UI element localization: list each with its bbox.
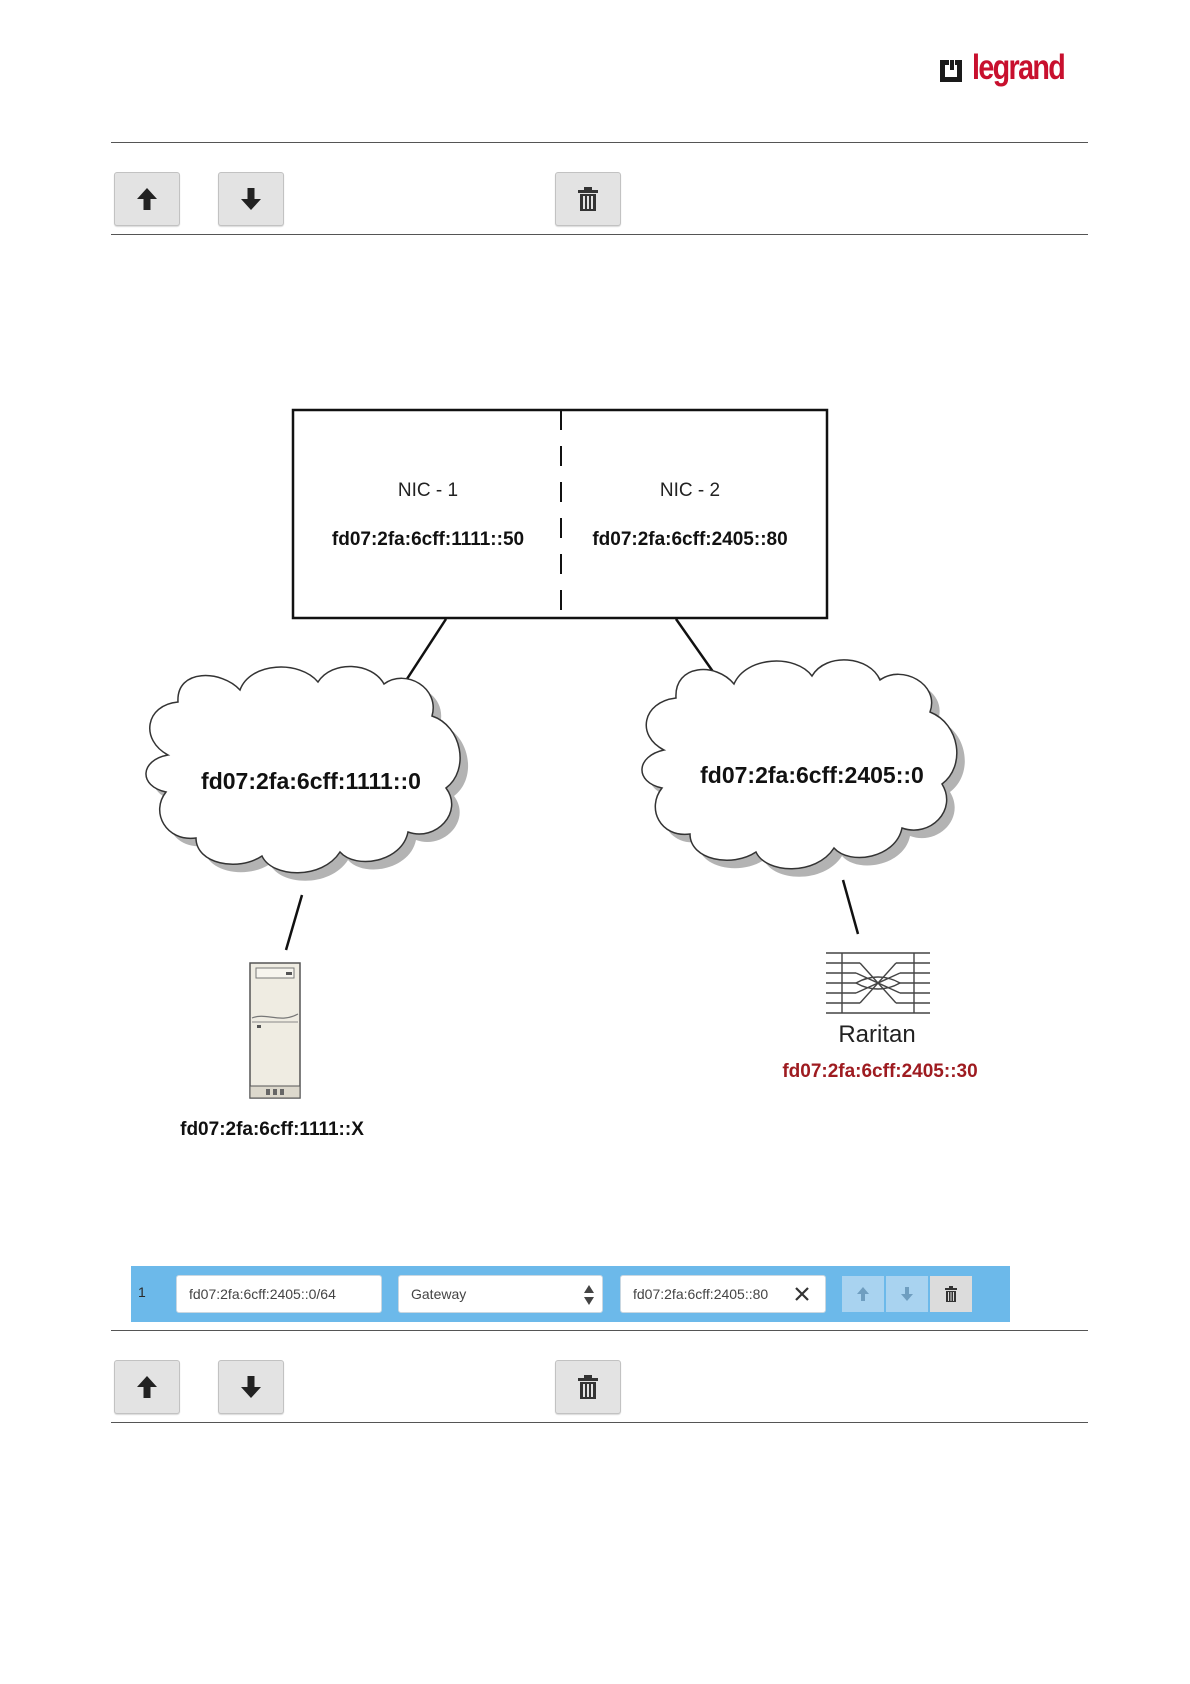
- link-nic1-cloud1: [405, 619, 446, 682]
- destination-value: fd07:2fa:6cff:2405::0/64: [189, 1286, 336, 1302]
- destination-input[interactable]: fd07:2fa:6cff:2405::0/64: [176, 1275, 382, 1313]
- link-cloud1-server: [286, 895, 302, 950]
- close-icon[interactable]: [793, 1285, 811, 1303]
- trash-icon: [576, 1374, 600, 1400]
- row-move-up-button[interactable]: [842, 1276, 884, 1312]
- raritan-label: Raritan: [838, 1021, 915, 1048]
- table2-top-rule: [111, 1330, 1088, 1331]
- select-arrows-icon: [584, 1284, 594, 1306]
- server-icon: [250, 963, 300, 1098]
- next-hop-input[interactable]: fd07:2fa:6cff:2405::80: [620, 1275, 826, 1313]
- cloud1-address: fd07:2fa:6cff:1111::0: [201, 768, 421, 794]
- trash-icon: [944, 1286, 958, 1302]
- move-down-button-2[interactable]: [218, 1360, 284, 1414]
- nic1-address: fd07:2fa:6cff:1111::50: [332, 529, 524, 550]
- row-delete-button[interactable]: [930, 1276, 972, 1312]
- cloud1: fd07:2fa:6cff:1111::0: [146, 666, 460, 872]
- arrow-down-icon: [900, 1286, 914, 1302]
- nic2-address: fd07:2fa:6cff:2405::80: [592, 529, 787, 550]
- row-move-down-button[interactable]: [886, 1276, 928, 1312]
- arrow-up-icon: [856, 1286, 870, 1302]
- nic2-label: NIC - 2: [660, 480, 720, 501]
- server-address: fd07:2fa:6cff:1111::X: [180, 1119, 364, 1140]
- static-route-row: 1 fd07:2fa:6cff:2405::0/64 Gateway fd07:…: [131, 1266, 1010, 1322]
- route-type-value: Gateway: [411, 1286, 466, 1302]
- link-cloud2-raritan: [843, 880, 858, 934]
- arrow-down-icon: [240, 1374, 262, 1400]
- raritan-address: fd07:2fa:6cff:2405::30: [782, 1061, 977, 1082]
- raritan-switch-icon: [826, 953, 930, 1013]
- route-type-select[interactable]: Gateway: [398, 1275, 603, 1313]
- table2-bottom-rule: [111, 1422, 1088, 1423]
- nic1-label: NIC - 1: [398, 480, 458, 501]
- move-up-button-2[interactable]: [114, 1360, 180, 1414]
- next-hop-value: fd07:2fa:6cff:2405::80: [633, 1286, 768, 1302]
- cloud2: fd07:2fa:6cff:2405::0: [642, 660, 957, 869]
- arrow-up-icon: [136, 1374, 158, 1400]
- device-box: [293, 410, 827, 618]
- cloud2-address: fd07:2fa:6cff:2405::0: [700, 762, 924, 788]
- delete-button-2[interactable]: [555, 1360, 621, 1414]
- route-index: 1: [138, 1284, 146, 1300]
